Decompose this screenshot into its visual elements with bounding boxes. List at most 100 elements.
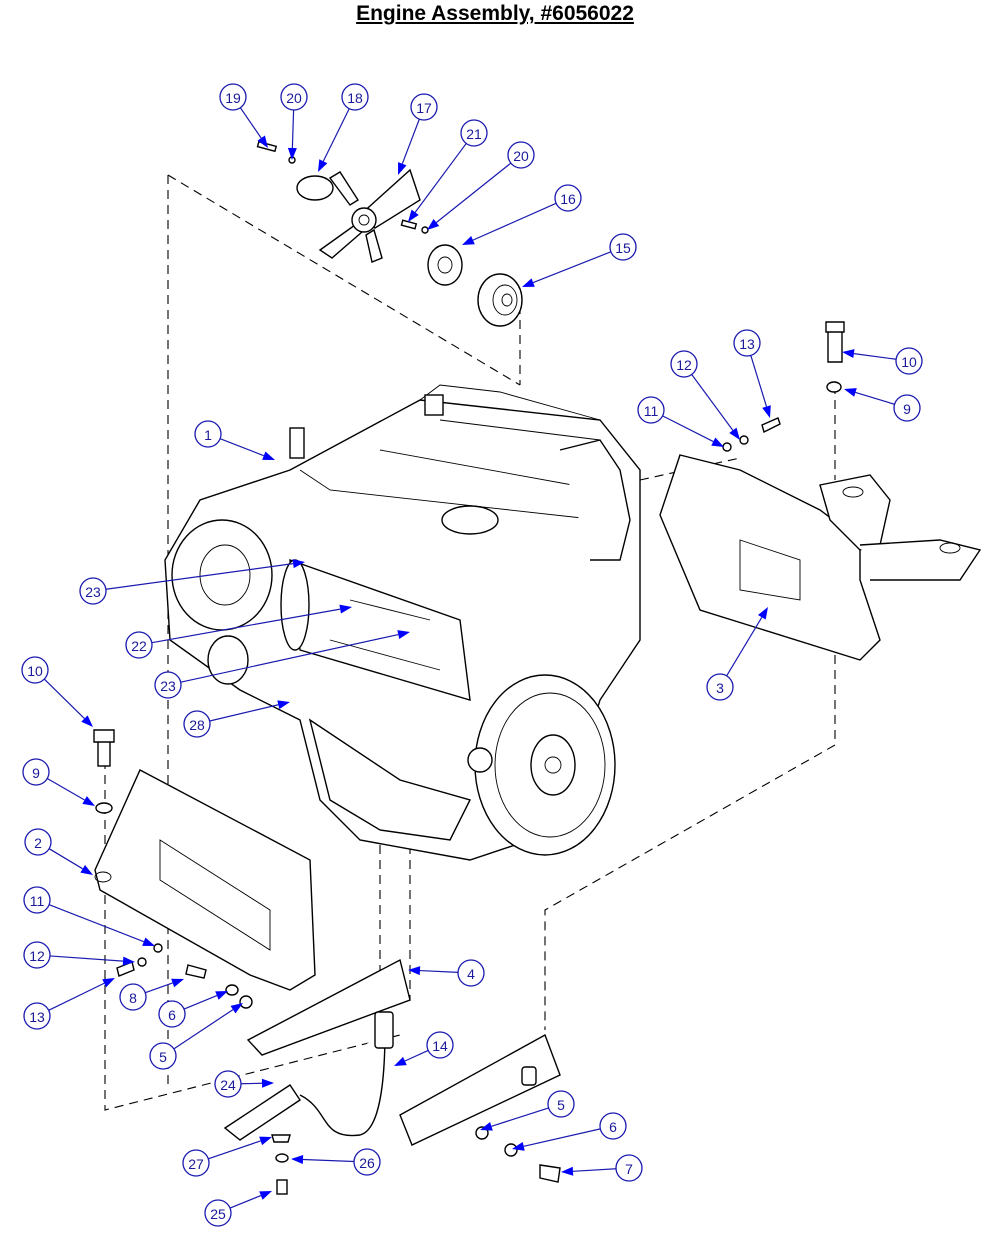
callout-circle (214, 1070, 242, 1098)
callout-leader-line (46, 777, 85, 801)
callout-leader-line (291, 109, 295, 149)
callout-leader-line (532, 251, 612, 284)
callout-circle (183, 710, 211, 738)
callout-arrow-head (142, 937, 155, 946)
callout-number: 3 (716, 680, 724, 696)
callout-arrow-head (339, 604, 352, 614)
callout-number: 17 (416, 100, 432, 116)
diagram-title: Engine Assembly, #6056022 (356, 2, 634, 25)
callout-number: 18 (347, 90, 363, 106)
callout-arrow-head (230, 1003, 243, 1014)
callout-arrow-head (171, 978, 184, 988)
callout-number: 8 (129, 990, 137, 1006)
callout-circle (547, 1090, 575, 1118)
callout-balloon-28: 28 (183, 700, 290, 738)
callout-balloon-21: 21 (408, 119, 488, 222)
callout-balloon-1: 1 (194, 420, 275, 460)
callout-number: 12 (29, 948, 45, 964)
callout-leader-line (48, 904, 145, 943)
callout-balloon-20: 20 (427, 141, 535, 230)
callout-arrow-head (844, 388, 857, 397)
callout-number: 6 (609, 1119, 617, 1135)
callout-arrow-head (82, 796, 95, 806)
callout-balloon-23: 23 (79, 559, 305, 605)
callout-circle (21, 656, 49, 684)
callout-leader-line (208, 1140, 261, 1160)
engine-block (164, 384, 641, 861)
callout-number: 26 (359, 1155, 375, 1171)
callout-balloon-12: 12 (23, 941, 135, 969)
callout-arrow-head (259, 1191, 272, 1200)
callout-arrow-head (480, 1122, 493, 1131)
left-engine-mount (93, 729, 316, 1009)
callout-number: 11 (30, 893, 45, 909)
callout-arrow-head (397, 630, 410, 639)
callout-leader-line (302, 1158, 355, 1163)
callout-balloon-3: 3 (706, 607, 768, 701)
callout-number: 1 (204, 427, 212, 443)
callout-arrow-head (398, 162, 407, 175)
right-engine-mount (659, 321, 982, 661)
callout-leader-line (145, 982, 173, 994)
callout-balloon-4: 4 (408, 959, 485, 987)
callout-circle (353, 1148, 381, 1176)
callout-leader-line (219, 438, 265, 457)
callout-circle (457, 959, 485, 987)
callout-leader-line (491, 1107, 549, 1127)
callout-circle (895, 347, 923, 375)
callout-circle (23, 941, 51, 969)
callout-number: 12 (676, 357, 692, 373)
callout-arrow-head (287, 147, 297, 160)
callout-arrow-head (408, 966, 421, 976)
callout-leader-line (572, 1168, 617, 1172)
callout-balloon-5: 5 (149, 1003, 243, 1070)
callout-circle (554, 184, 582, 212)
callout-balloon-26: 26 (291, 1148, 381, 1176)
callout-circle (125, 631, 153, 659)
callout-circle (410, 93, 438, 121)
callout-leader-line (49, 955, 124, 962)
callout-leader-line (472, 202, 557, 241)
callout-circle (149, 1042, 177, 1070)
callout-circle (182, 1149, 210, 1177)
callout-circle (460, 119, 488, 147)
callout-circle (599, 1112, 627, 1140)
callout-circle (615, 1154, 643, 1182)
callout-balloon-11: 11 (23, 886, 155, 946)
callout-circle (194, 420, 222, 448)
callout-leader-line (523, 1128, 601, 1147)
callout-leader-line (180, 633, 399, 683)
callout-leader-line (209, 704, 279, 722)
callout-number: 24 (220, 1077, 236, 1093)
callout-arrow-head (408, 209, 419, 222)
callout-balloon-9: 9 (844, 388, 921, 422)
callout-arrow-head (257, 135, 268, 148)
callout-balloon-20: 20 (280, 83, 308, 160)
callout-leader-line (229, 1194, 262, 1209)
callout-circle (204, 1199, 232, 1227)
callout-arrow-head (394, 1056, 407, 1066)
callout-arrow-head (277, 700, 290, 710)
callout-arrow-head (318, 159, 328, 172)
callout-arrow-head (122, 956, 135, 966)
callout-arrow-head (512, 1141, 525, 1151)
callout-arrow-head (291, 1154, 304, 1164)
callout-arrow-head (729, 427, 740, 440)
callout-balloon-9: 9 (22, 758, 95, 806)
callout-leader-line (662, 415, 714, 443)
callout-balloon-11: 11 (637, 396, 724, 447)
callout-number: 20 (513, 148, 529, 164)
callout-circle (23, 1002, 51, 1030)
callout-balloon-19: 19 (219, 83, 268, 148)
callout-balloon-10: 10 (21, 656, 93, 727)
callout-balloon-6: 6 (158, 991, 228, 1028)
callout-number: 27 (188, 1156, 204, 1172)
callout-leader-line (322, 108, 350, 162)
callout-leader-line (726, 616, 763, 677)
callout-number: 9 (903, 401, 911, 417)
callout-circle (280, 83, 308, 111)
callout-circle (706, 673, 734, 701)
callout-number: 10 (27, 663, 43, 679)
callout-balloon-18: 18 (318, 83, 369, 172)
cross-members (223, 958, 561, 1195)
